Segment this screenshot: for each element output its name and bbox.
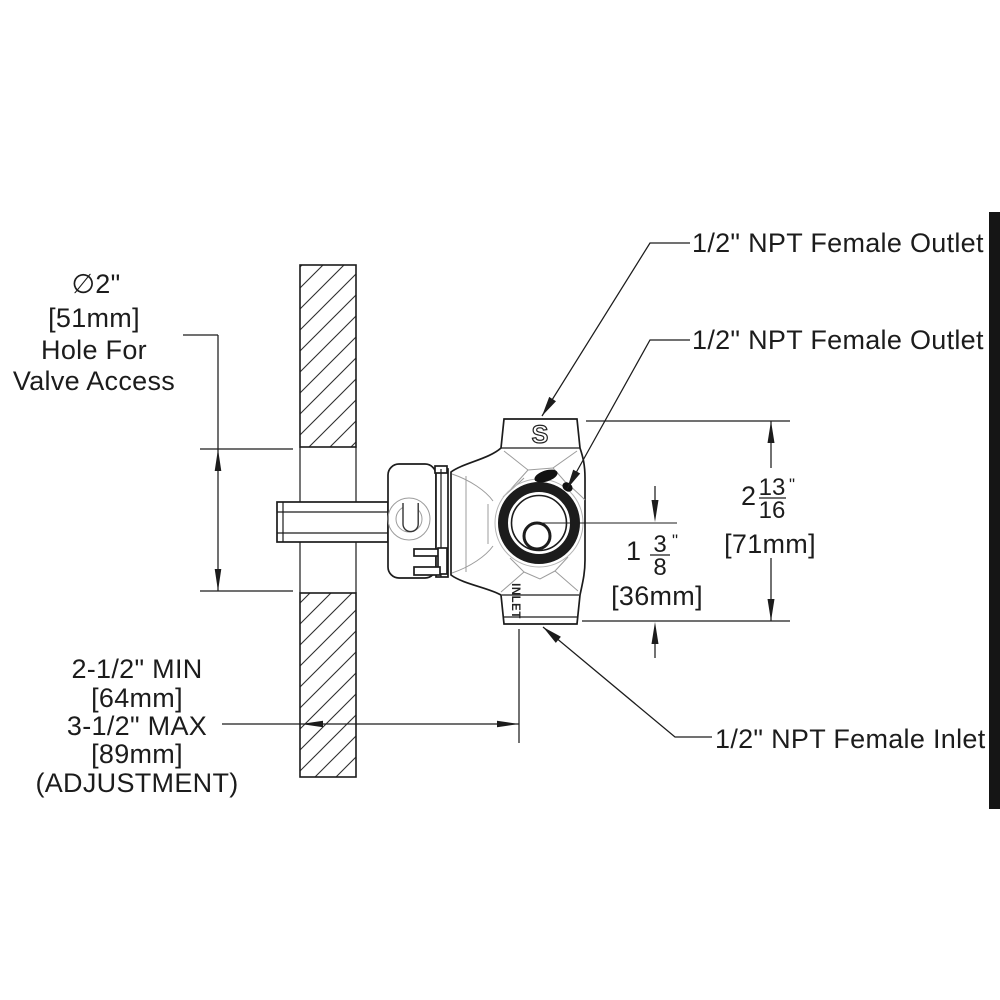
retaining-clip-bottom <box>413 566 441 576</box>
arrow-leader-icon <box>567 469 581 489</box>
retaining-clip-side <box>437 547 448 575</box>
nut-slot <box>402 503 419 533</box>
arrow-leader-icon <box>542 396 556 416</box>
hole-note-text: ∅2" [51mm] Hole For Valve Access <box>13 269 175 396</box>
arrow-down-icon <box>651 500 659 522</box>
dim-adjustment: 2-1/2" MIN [64mm] 3-1/2" MAX [89mm] (ADJ… <box>35 629 520 798</box>
center-metric: [36mm] <box>611 581 703 611</box>
right-edge-bar <box>989 212 1000 809</box>
arrow-down-icon <box>767 599 775 621</box>
height-metric: [71mm] <box>724 529 816 559</box>
adjustment-max-metric: [89mm] <box>91 739 183 769</box>
wall-cross-section <box>299 264 357 778</box>
height-denominator: 16 <box>759 497 786 524</box>
upper-port-blob <box>534 469 558 483</box>
mounting-nut <box>387 463 449 579</box>
pipe-body <box>276 501 389 543</box>
inlet-label: 1/2" NPT Female Inlet <box>715 724 986 754</box>
callout-inlet: 1/2" NPT Female Inlet <box>542 626 986 754</box>
dim-hole-diameter: ∅2" [51mm] Hole For Valve Access <box>13 269 293 592</box>
hole-diameter-value: ∅2" <box>71 269 120 299</box>
adjustment-min: 2-1/2" MIN <box>71 654 202 684</box>
outlet-top-label: 1/2" NPT Female Outlet <box>692 228 984 258</box>
center-numerator: 3 <box>653 531 666 558</box>
adjustment-label: (ADJUSTMENT) <box>35 768 238 798</box>
arrow-leader-icon <box>543 627 561 643</box>
inlet-to-center-text: 1 3 8 " [36mm] <box>611 531 703 611</box>
inlet-port-mark: INLET <box>509 583 521 619</box>
height-unit: " <box>789 475 795 494</box>
valve-body: S INLET <box>450 418 586 625</box>
casting-web-lines <box>451 450 586 593</box>
cartridge-port-circle <box>522 521 552 551</box>
hole-note-line4: Valve Access <box>13 366 175 396</box>
dim-valve-height: 2 13 16 " [71mm] <box>582 420 816 622</box>
outlet-mid-label: 1/2" NPT Female Outlet <box>692 325 984 355</box>
center-whole: 1 <box>626 536 641 566</box>
arrow-down-icon <box>214 569 222 591</box>
center-denominator: 8 <box>653 554 666 581</box>
wall-upper-section <box>299 264 357 448</box>
callout-outlet-top: 1/2" NPT Female Outlet <box>541 228 984 417</box>
center-unit: " <box>672 531 678 550</box>
hole-diameter-metric: [51mm] <box>48 303 140 333</box>
valve-height-text: 2 13 16 " [71mm] <box>724 474 816 559</box>
callout-outlet-mid: 1/2" NPT Female Outlet <box>566 325 984 490</box>
height-whole: 2 <box>741 481 756 511</box>
adjustment-note-text: 2-1/2" MIN [64mm] 3-1/2" MAX [89mm] (ADJ… <box>35 654 238 798</box>
hole-note-line3: Hole For <box>41 335 147 365</box>
arrow-left-icon <box>301 720 323 728</box>
arrow-up-icon <box>214 449 222 471</box>
shower-pipe <box>276 501 389 543</box>
arrow-up-icon <box>767 421 775 443</box>
nut-boss-outer <box>387 497 431 541</box>
height-numerator: 13 <box>759 474 786 501</box>
adjustment-max: 3-1/2" MAX <box>67 711 207 741</box>
shower-port-mark: S <box>532 421 549 449</box>
wall-lower-section <box>299 592 357 778</box>
adjustment-min-metric: [64mm] <box>91 683 183 713</box>
dim-inlet-to-center: 1 3 8 " [36mm] <box>611 486 703 658</box>
arrow-right-icon <box>497 720 519 728</box>
arrow-up-icon <box>651 622 659 644</box>
